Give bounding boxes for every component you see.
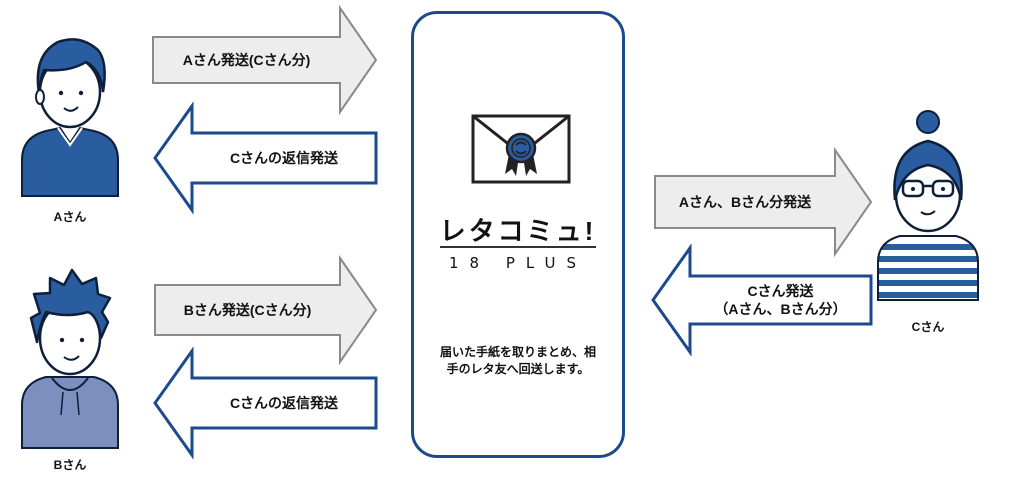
service-box: レタコミュ! 18 PLUS 届いた手紙を取りまとめ、相 手のレタ友へ回送します… xyxy=(411,11,625,458)
person-a-icon xyxy=(21,38,119,197)
brand-title: レタコミュ! xyxy=(439,216,597,246)
arrow-b-incoming-label: Cさんの返信発送 xyxy=(229,395,339,411)
service-note-line-1: 届いた手紙を取りまとめ、相 xyxy=(439,345,596,359)
person-b-icon xyxy=(21,268,119,449)
brand-divider xyxy=(440,246,596,248)
person-b-label: Bさん xyxy=(53,458,87,472)
arrow-c-outgoing xyxy=(654,146,873,258)
person-a-label: Aさん xyxy=(53,210,87,224)
arrow-a-incoming xyxy=(153,101,378,215)
brand-subtitle: 18 PLUS xyxy=(448,254,587,272)
arrow-a-outgoing-label: Aさん発送(Cさん分) xyxy=(182,52,311,68)
arrow-b-outgoing xyxy=(154,254,378,366)
arrow-a-incoming-label: Cさんの返信発送 xyxy=(229,150,339,166)
person-c-icon xyxy=(877,110,979,301)
letter-seal-icon xyxy=(471,114,571,184)
arrow-c-incoming xyxy=(651,243,873,357)
service-note-line-2: 手のレタ友へ回送します。 xyxy=(446,362,590,376)
arrow-b-outgoing-label: Bさん発送(Cさん分) xyxy=(183,302,312,318)
arrow-c-outgoing-label: Aさん、Bさん分発送 xyxy=(678,194,812,210)
service-note: 届いた手紙を取りまとめ、相 手のレタ友へ回送します。 xyxy=(414,344,622,378)
arrow-c-incoming-label-line-2: （Aさん、Bさん分） xyxy=(714,301,847,317)
person-c-label: Cさん xyxy=(911,320,945,334)
arrow-b-incoming xyxy=(153,346,378,460)
arrow-a-outgoing xyxy=(152,4,378,116)
arrow-c-incoming-label-line-1: Cさん発送 xyxy=(747,283,814,299)
arrow-c-incoming-label: Cさん発送 （Aさん、Bさん分） xyxy=(690,282,871,318)
